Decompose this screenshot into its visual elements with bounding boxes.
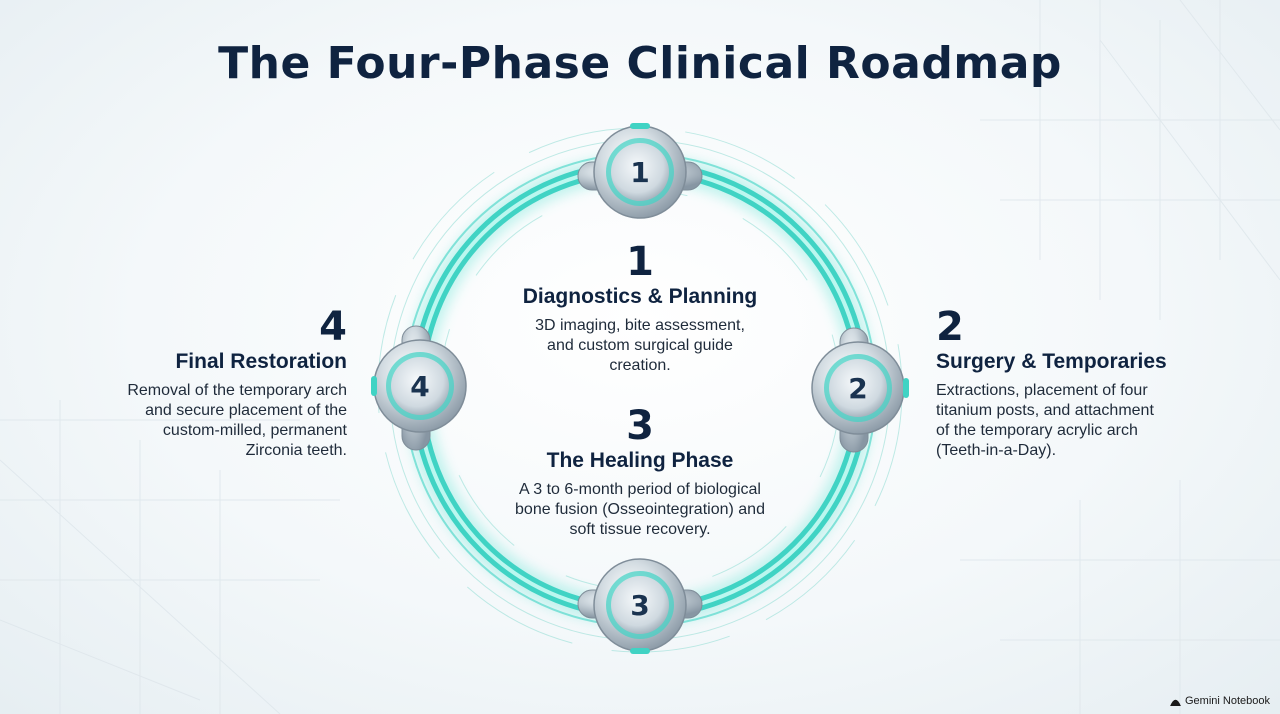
phase-1: 1 Diagnostics & Planning 3D imaging, bit…	[490, 240, 790, 376]
phase-2-desc-line: (Teeth-in-a-Day).	[936, 442, 1057, 459]
phase-3-heading: The Healing Phase	[546, 449, 734, 472]
phase-2-heading: Surgery & Temporaries	[936, 350, 1167, 373]
node-4: 4	[371, 325, 467, 451]
phase-4-desc-line: and secure placement of the	[145, 402, 347, 419]
node-3: 3	[577, 558, 703, 654]
phase-3-desc-line: A 3 to 6-month period of biological	[519, 481, 761, 498]
phase-4-desc-line: custom-milled, permanent	[162, 422, 347, 439]
phase-2: 2 Surgery & Temporaries Extractions, pla…	[936, 305, 1236, 461]
phase-2-description: Extractions, placement of four titanium …	[936, 381, 1236, 461]
phase-3-number: 3	[626, 403, 654, 449]
phase-3: 3 The Healing Phase A 3 to 6-month perio…	[470, 404, 810, 540]
node-1-label: 1	[630, 156, 649, 189]
phase-2-desc-line: of the temporary acrylic arch	[936, 422, 1138, 439]
phase-3-desc-line: bone fusion (Osseointegration) and	[515, 501, 765, 518]
phase-4-desc-line: Removal of the temporary arch	[127, 382, 347, 399]
phase-4-heading: Final Restoration	[175, 350, 347, 373]
node-1: 1	[577, 123, 703, 219]
phase-1-description: 3D imaging, bite assessment, and custom …	[490, 316, 790, 376]
phase-2-desc-line: Extractions, placement of four	[936, 382, 1148, 399]
phase-2-number: 2	[936, 304, 964, 350]
phase-4-number: 4	[319, 304, 347, 350]
phase-4-desc-line: Zirconia teeth.	[245, 442, 347, 459]
brand-label: Gemini Notebook	[1185, 695, 1270, 707]
phase-4-description: Removal of the temporary arch and secure…	[47, 381, 347, 461]
phase-1-desc-line: creation.	[609, 357, 671, 374]
phase-3-desc-line: soft tissue recovery.	[569, 521, 711, 538]
phase-3-description: A 3 to 6-month period of biological bone…	[470, 480, 810, 540]
page-title: The Four-Phase Clinical Roadmap	[218, 38, 1062, 89]
phase-1-desc-line: and custom surgical guide	[547, 337, 733, 354]
phase-1-number: 1	[626, 239, 654, 285]
ring-track	[411, 161, 869, 619]
node-2: 2	[811, 327, 909, 453]
phase-2-desc-line: titanium posts, and attachment	[936, 402, 1154, 419]
phase-1-desc-line: 3D imaging, bite assessment,	[535, 317, 745, 334]
brand-watermark: Gemini Notebook	[1170, 695, 1270, 707]
phase-4: 4 Final Restoration Removal of the tempo…	[47, 305, 347, 461]
node-4-label: 4	[410, 370, 429, 403]
node-2-label: 2	[848, 372, 867, 405]
notebook-logo-icon	[1170, 699, 1181, 706]
node-3-label: 3	[630, 589, 649, 622]
phase-1-heading: Diagnostics & Planning	[522, 285, 758, 308]
